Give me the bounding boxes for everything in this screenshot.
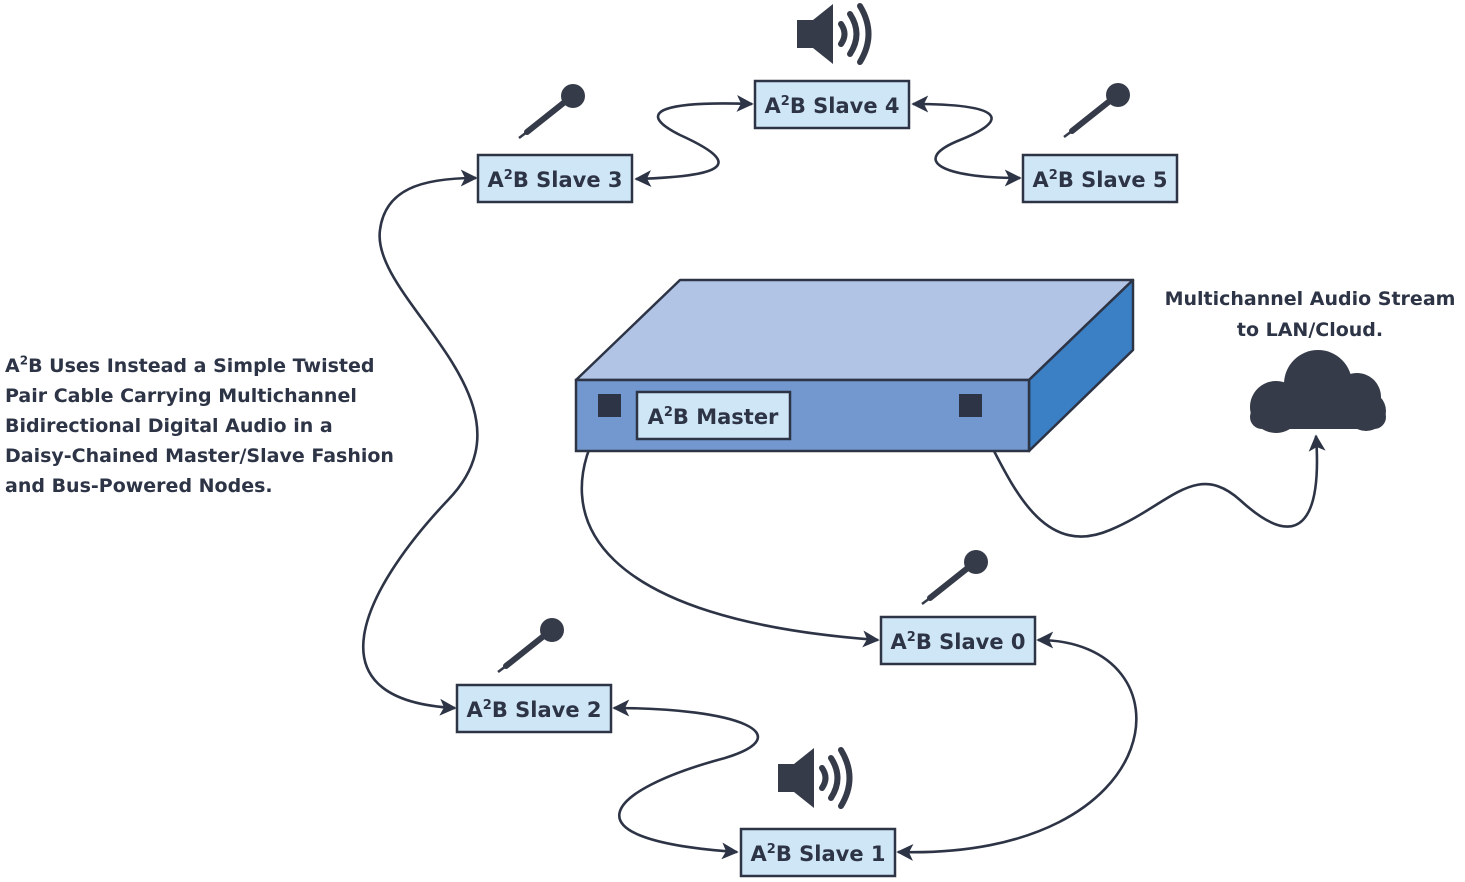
slave-4-label: A2B Slave 4 [765,94,900,118]
slave-0-box [879,615,1037,666]
slave-node-3: A2B Slave 3 [476,153,634,204]
speaker-icon [797,4,869,64]
slave-2-label: A2B Slave 2 [467,698,602,722]
link-slave4-to-slave5 [911,95,1022,187]
slave-node-0: A2B Slave 0 [879,615,1037,666]
master-label: A2B Master [648,405,779,429]
slave-node-2: A2B Slave 2 [455,683,613,734]
description-line-4: Daisy-Chained Master/Slave Fashion [5,445,394,467]
slave-node-4: A2B Slave 4 [753,79,911,130]
slave-1-label: A2B Slave 1 [751,842,886,866]
cloud-caption-line-2: to LAN/Cloud. [1236,319,1384,341]
master-port-right [959,394,982,417]
description-line-3: Bidirectional Digital Audio in a [5,415,333,437]
microphone-icon [1064,83,1130,137]
microphone-icon [519,84,585,138]
link-slave0-to-slave1 [896,631,1138,861]
microphone-icon [922,550,988,604]
slave-2-box [455,683,613,734]
speaker-icon [778,748,850,808]
cable-links [361,95,1326,861]
slave-0-label: A2B Slave 0 [891,630,1026,654]
slave-4-box [753,79,911,130]
architecture-description: A2B Uses Instead a Simple Twisted Pair C… [5,351,435,501]
link-master-to-cloud [978,422,1326,538]
master-label-box [635,390,792,441]
cloud-caption: Multichannel Audio Stream to LAN/Cloud. [1150,284,1465,346]
slave-1-box [739,827,897,878]
master-device: A2B Master [574,278,1135,453]
slave-3-box [476,153,634,204]
slave-node-5: A2B Slave 5 [1021,153,1179,204]
description-line-2: Pair Cable Carrying Multichannel [5,385,357,407]
slave-node-1: A2B Slave 1 [739,827,897,878]
cloud-caption-line-1: Multichannel Audio Stream [1164,288,1456,310]
link-master-to-slave0 [580,420,880,648]
description-line-5: and Bus-Powered Nodes. [5,475,273,497]
description-line-1: A2B Uses Instead a Simple Twisted [5,353,375,377]
cloud-icon [1250,350,1386,433]
link-slave1-to-slave2 [612,699,760,860]
link-slave3-to-slave4 [634,95,754,188]
slave-5-label: A2B Slave 5 [1033,168,1168,192]
link-slave2-to-slave3 [361,169,479,716]
microphone-icon [498,618,564,672]
slave-3-label: A2B Slave 3 [488,168,623,192]
master-port-left [598,394,621,417]
slave-5-box [1021,153,1179,204]
